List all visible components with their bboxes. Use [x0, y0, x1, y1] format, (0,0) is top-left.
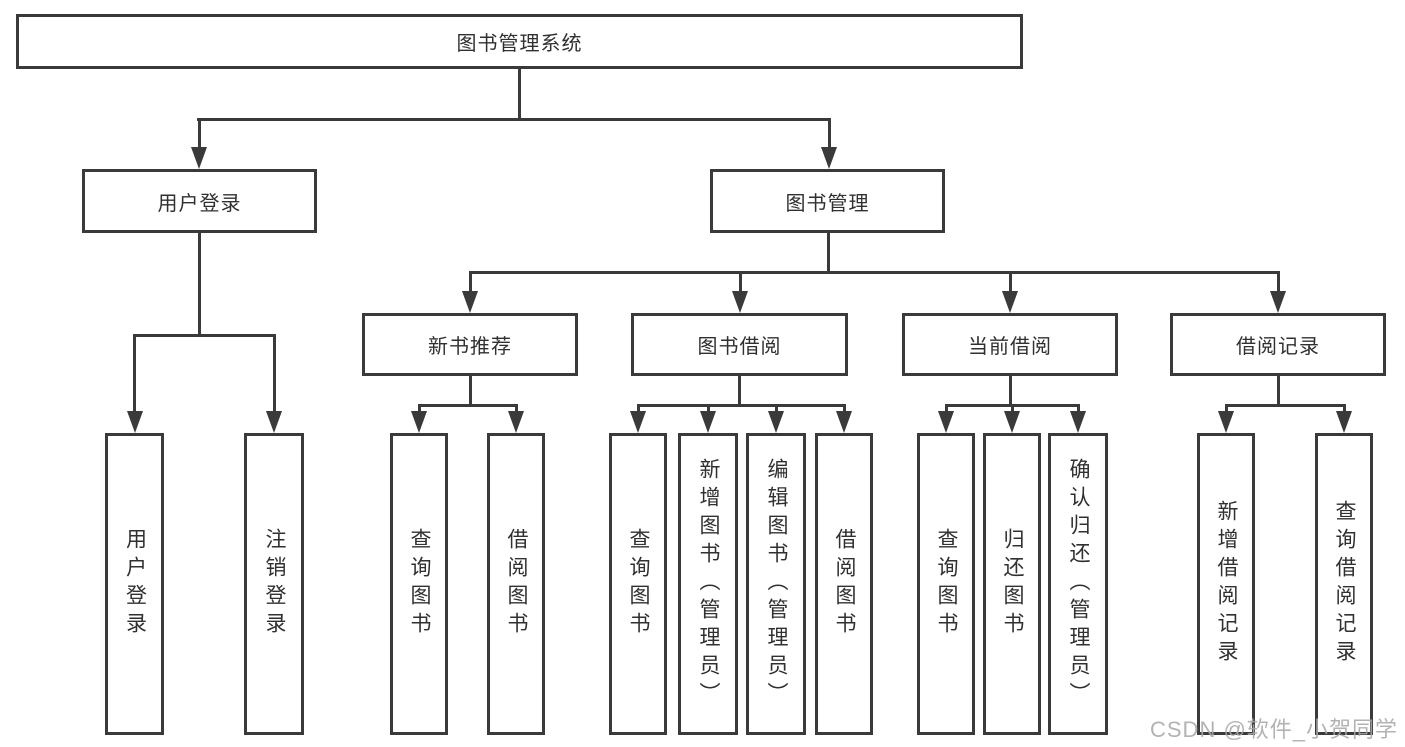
arrow-down-icon: [630, 411, 646, 433]
connector-leaf-shaft: [636, 404, 640, 411]
arrow-down-icon: [191, 147, 207, 169]
connector-group-bus: [417, 404, 518, 407]
leaf-borrow-borrow-books: 借阅图书: [815, 433, 873, 735]
node-root-label: 图书管理系统: [456, 33, 583, 55]
arrow-down-icon: [768, 411, 784, 433]
connector-leaf-shaft: [1076, 404, 1080, 411]
node-new-book-recommend: 新书推荐: [362, 313, 578, 376]
connector-group-stub: [468, 376, 472, 407]
arrow-down-icon: [821, 147, 837, 169]
node-current-borrow-label: 当前借阅: [968, 336, 1052, 358]
connector-group-bus: [636, 404, 846, 407]
arrow-down-icon: [266, 411, 282, 433]
connector-leaf-shaft: [133, 334, 136, 411]
leaf-borrow-edit-books: 编辑图书（管理员）: [746, 433, 806, 735]
arrow-down-icon: [938, 411, 954, 433]
leaf-current-query-books: 查询图书: [917, 433, 975, 735]
leaf-borrow-borrow-books-label: 借阅图书: [833, 528, 857, 640]
leaf-borrow-add-books: 新增图书（管理员）: [678, 433, 738, 735]
connector-book-mgmt-stub: [826, 233, 830, 273]
connector-leaf-shaft: [1224, 404, 1228, 411]
connector-leaf-shaft: [1342, 404, 1346, 411]
connector-leaf-shaft: [944, 404, 948, 411]
connector-group-stub: [738, 376, 741, 407]
connector-leaf-shaft: [774, 404, 778, 411]
arrow-down-icon: [462, 291, 478, 313]
connector-book-mgmt-shaft: [827, 118, 831, 147]
connector-leaf-shaft: [706, 404, 710, 411]
connector-user-login-shaft: [197, 118, 201, 147]
connector-leaf-shaft: [514, 404, 518, 411]
leaf-borrow-add-books-label: 新增图书（管理员）: [697, 458, 721, 710]
node-book-management-label: 图书管理: [785, 192, 870, 215]
leaf-recommend-borrow-books: 借阅图书: [487, 433, 545, 735]
arrow-down-icon: [126, 411, 143, 433]
node-book-borrow: 图书借阅: [631, 313, 848, 376]
connector-level3-bus: [468, 271, 1280, 274]
leaf-logout: 注销登录: [244, 433, 304, 735]
connector-group-stub: [1276, 376, 1280, 407]
connector-leaf-shaft: [842, 404, 846, 411]
connector-group-bus: [1224, 404, 1346, 407]
connector-level2-bus: [197, 118, 830, 121]
connector-leaf-shaft: [1010, 404, 1014, 411]
leaf-current-return-books-label: 归还图书: [1001, 528, 1025, 640]
arrow-down-icon: [1336, 411, 1352, 433]
connector-level3-shaft: [738, 271, 742, 291]
leaf-current-return-books: 归还图书: [983, 433, 1041, 735]
leaf-borrow-query-books: 查询图书: [609, 433, 667, 735]
connector-level3-shaft: [468, 271, 472, 291]
connector-user-login-bus: [133, 334, 276, 337]
connector-leaf-shaft: [272, 334, 276, 411]
leaf-current-confirm-return: 确认归还（管理员）: [1048, 433, 1108, 735]
arrow-down-icon: [1004, 411, 1020, 433]
leaf-recommend-borrow-books-label: 借阅图书: [505, 528, 529, 640]
node-user-login: 用户登录: [82, 169, 317, 233]
arrow-down-icon: [700, 411, 716, 433]
node-book-management: 图书管理: [710, 169, 945, 233]
csdn-watermark: CSDN @软件_小贺同学: [1150, 717, 1399, 742]
leaf-current-query-books-label: 查询图书: [935, 528, 959, 640]
arrow-down-icon: [508, 411, 524, 433]
leaf-records-add-record: 新增借阅记录: [1197, 433, 1255, 735]
connector-level3-shaft: [1008, 271, 1012, 291]
leaf-logout-label: 注销登录: [263, 528, 287, 640]
arrow-down-icon: [836, 411, 852, 433]
leaf-current-confirm-return-label: 确认归还（管理员）: [1067, 458, 1091, 710]
connector-user-login-stub: [197, 233, 201, 336]
node-new-book-recommend-label: 新书推荐: [428, 336, 512, 358]
connector-level3-shaft: [1276, 271, 1280, 291]
leaf-recommend-query-books-label: 查询图书: [408, 528, 432, 640]
node-current-borrow: 当前借阅: [902, 313, 1118, 376]
connector-group-stub: [1008, 376, 1012, 407]
node-user-login-label: 用户登录: [157, 192, 242, 215]
leaf-recommend-query-books: 查询图书: [390, 433, 448, 735]
leaf-borrow-edit-books-label: 编辑图书（管理员）: [765, 458, 789, 710]
arrow-down-icon: [732, 291, 748, 313]
leaf-records-query-record-label: 查询借阅记录: [1333, 500, 1357, 668]
leaf-user-login: 用户登录: [105, 433, 164, 735]
leaf-borrow-query-books-label: 查询图书: [627, 528, 651, 640]
node-root: 图书管理系统: [16, 14, 1023, 69]
arrow-down-icon: [1002, 291, 1018, 313]
arrow-down-icon: [1218, 411, 1234, 433]
leaf-records-query-record: 查询借阅记录: [1315, 433, 1373, 735]
leaf-user-login-label: 用户登录: [123, 528, 147, 640]
connector-leaf-shaft: [417, 404, 421, 411]
leaf-records-add-record-label: 新增借阅记录: [1215, 500, 1239, 668]
node-borrow-records-label: 借阅记录: [1236, 336, 1320, 358]
arrow-down-icon: [1070, 411, 1086, 433]
arrow-down-icon: [411, 411, 427, 433]
node-borrow-records: 借阅记录: [1170, 313, 1386, 376]
connector-root-stub: [518, 69, 521, 120]
arrow-down-icon: [1270, 291, 1286, 313]
node-book-borrow-label: 图书借阅: [697, 336, 782, 358]
